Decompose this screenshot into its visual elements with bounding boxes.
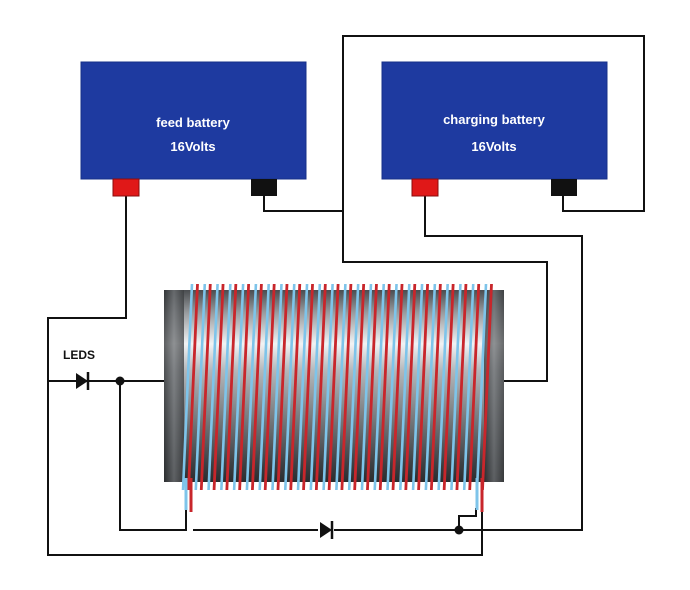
feed-battery-name: feed battery: [156, 115, 230, 130]
winding-turn-red: [481, 283, 493, 491]
wire-junction-right: [458, 508, 477, 530]
winding-turn-red: [314, 283, 327, 491]
winding-turn-blue: [450, 283, 462, 491]
wire-feed-negative: [263, 193, 343, 212]
winding-turn-blue: [322, 283, 334, 491]
winding-turn-red: [199, 283, 212, 491]
winding-turn-red: [353, 283, 366, 491]
diode-icon: [318, 521, 334, 539]
winding-turn-red: [327, 283, 340, 491]
winding-turn-red: [225, 283, 238, 491]
winding-turn-red: [212, 283, 225, 491]
junction-dot-led: [115, 376, 125, 386]
feed-battery-voltage: 16Volts: [170, 139, 215, 154]
feed-negative-terminal: [251, 179, 277, 196]
winding-turn-blue: [309, 283, 322, 491]
led-diode-triangle: [76, 373, 88, 389]
winding-turn-red: [251, 283, 263, 491]
winding-turn-blue: [424, 283, 437, 491]
winding-turn-red: [417, 283, 429, 491]
winding-turn-blue: [296, 283, 309, 491]
winding-turn-blue: [475, 283, 488, 491]
winding-turn-red: [455, 283, 468, 491]
feed-positive-terminal: [112, 178, 140, 197]
winding-turn-blue: [245, 283, 258, 491]
winding-turn-blue: [232, 283, 245, 491]
wire-charging-negative-loop: [342, 35, 645, 382]
winding-turn-blue: [194, 283, 207, 491]
winding-turn-blue: [386, 283, 398, 491]
winding-turn-blue: [373, 283, 386, 491]
winding-turn-blue: [207, 283, 219, 491]
charging-battery-name: charging battery: [443, 112, 546, 127]
winding-turn-red: [289, 283, 302, 491]
winding-turn-blue: [360, 283, 373, 491]
charging-positive-terminal: [411, 178, 439, 197]
winding-turn-red: [263, 283, 276, 491]
wire-charging-positive: [424, 195, 583, 531]
coil-core-left-end: [164, 290, 184, 482]
charging-negative-terminal: [551, 179, 577, 196]
winding-turn-red: [302, 283, 314, 491]
winding-turn-blue: [347, 283, 360, 491]
leds-label: LEDS: [63, 348, 95, 362]
winding-turn-blue: [335, 283, 347, 491]
winding-turn-blue: [181, 283, 194, 491]
wiring: [47, 35, 645, 556]
winding-turn-red: [404, 283, 417, 491]
coil: [164, 283, 504, 512]
winding-turn-blue: [399, 283, 411, 491]
wire-feed-positive: [47, 195, 483, 556]
winding-turn-blue: [258, 283, 270, 491]
feed-battery-body: [80, 61, 307, 180]
winding-turn-red: [429, 283, 442, 491]
winding-turn-blue: [462, 283, 475, 491]
winding-turn-blue: [271, 283, 283, 491]
winding-turn-red: [276, 283, 289, 491]
winding-turn-red: [468, 283, 481, 491]
led-diode-icon: [76, 372, 90, 390]
winding-turn-red: [391, 283, 404, 491]
junction-dot-bottom: [454, 525, 464, 535]
feed-battery: feed battery 16Volts: [80, 61, 307, 197]
winding-turn-red: [238, 283, 251, 491]
coil-windings: [181, 283, 493, 491]
charging-battery-body: [381, 61, 608, 180]
winding-turn-blue: [437, 283, 449, 491]
winding-turn-red: [442, 283, 455, 491]
winding-turn-red: [378, 283, 391, 491]
winding-turn-blue: [220, 283, 232, 491]
charging-battery: charging battery 16Volts: [381, 61, 608, 197]
winding-turn-red: [340, 283, 353, 491]
winding-turn-red: [187, 283, 199, 491]
charging-battery-voltage: 16Volts: [471, 139, 516, 154]
winding-turn-blue: [283, 283, 296, 491]
winding-turn-red: [366, 283, 378, 491]
winding-turn-blue: [411, 283, 424, 491]
wire-junction-to-coil: [119, 381, 187, 531]
diode-triangle: [320, 522, 332, 538]
